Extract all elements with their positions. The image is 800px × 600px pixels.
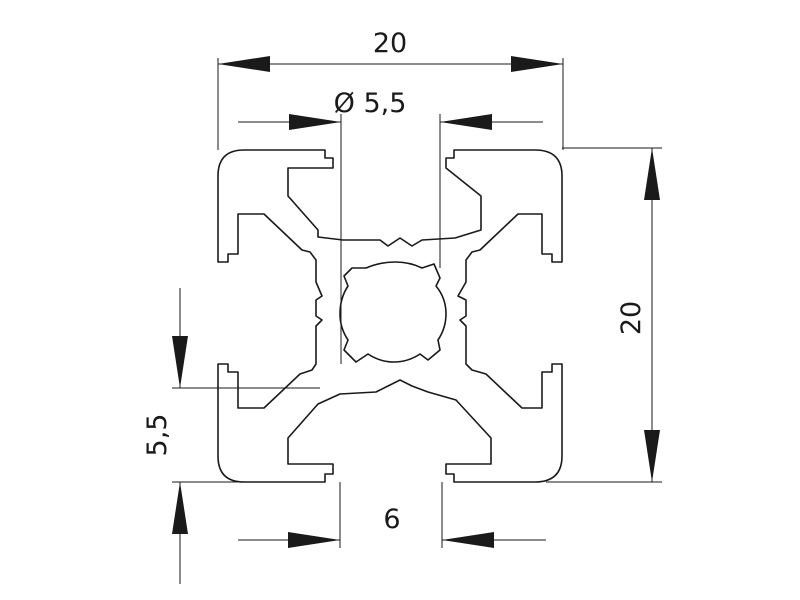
bore-label: Ø 5,5 — [334, 88, 407, 119]
slot-arrow-right — [442, 532, 494, 548]
offset-arrow-bottom — [172, 482, 188, 534]
bore-arrow-left — [289, 114, 341, 130]
slot-offset-label: 5,5 — [142, 414, 173, 457]
width-dimension: 20 — [217, 28, 564, 150]
arrow-left — [218, 56, 270, 72]
height-arrow-bottom — [644, 430, 660, 482]
arrow-right — [511, 56, 563, 72]
offset-arrow-top — [172, 336, 188, 388]
height-arrow-top — [644, 148, 660, 200]
profile-corner-top-left — [217, 149, 563, 483]
height-dimension: 20 — [546, 147, 662, 483]
aluminium-profile — [217, 149, 563, 483]
bore-arrow-right — [440, 114, 492, 130]
slot-width-dimension: 6 — [238, 482, 546, 548]
slot-width-label: 6 — [383, 504, 400, 535]
width-label: 20 — [373, 28, 407, 59]
bore-dimension: Ø 5,5 — [238, 88, 543, 364]
height-label: 20 — [616, 301, 647, 335]
center-bore — [339, 261, 447, 363]
slot-offset-dimension: 5,5 — [142, 288, 320, 584]
slot-arrow-left — [288, 532, 340, 548]
